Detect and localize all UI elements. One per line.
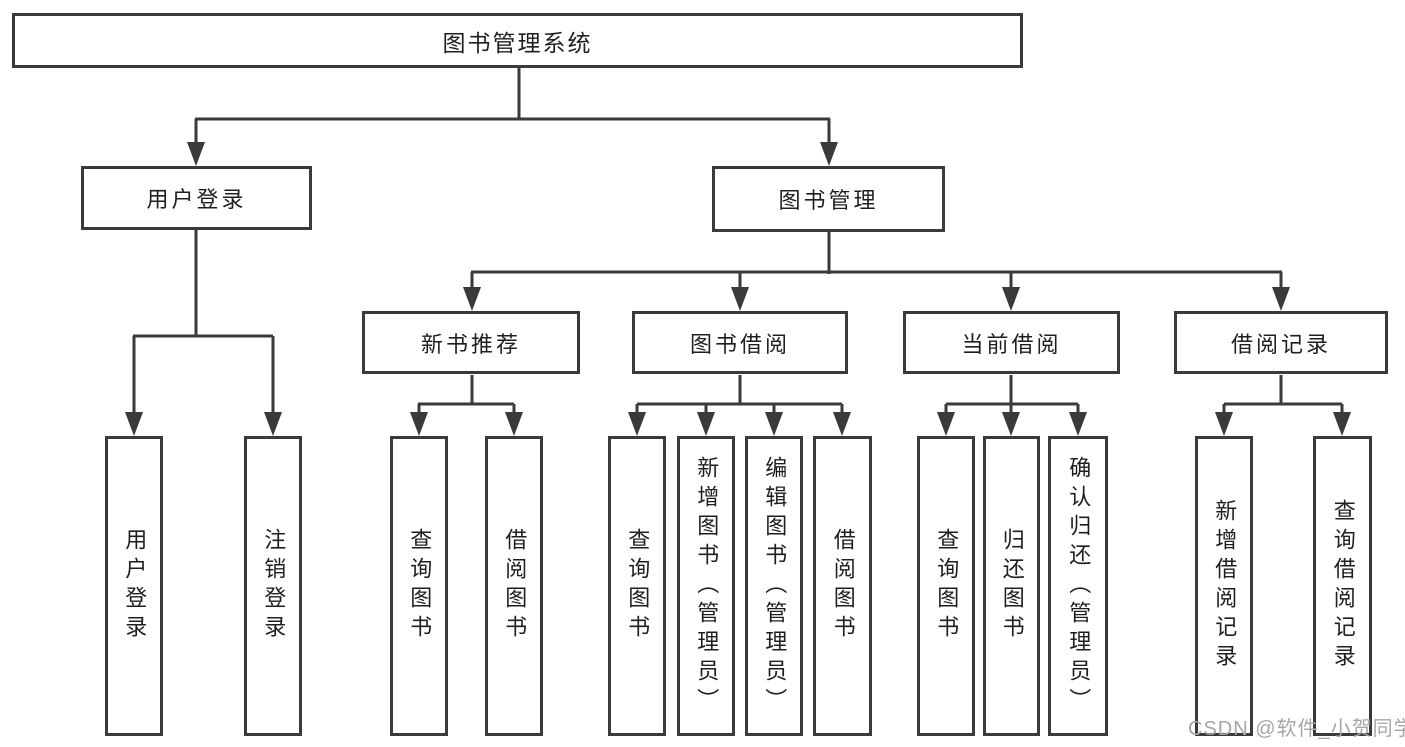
node-label: 当前借阅 — [961, 331, 1062, 357]
leaf-query-books-2: 查询图书 — [608, 436, 666, 736]
node-label: 借阅图书 — [502, 528, 528, 644]
csdn-watermark: CSDN @软件_小贺同学 — [1188, 718, 1405, 740]
node-label: 借阅图书 — [830, 528, 856, 644]
node-label: 图书借阅 — [689, 331, 790, 357]
leaf-logout: 注销登录 — [244, 436, 302, 736]
leaf-borrow-books-2: 借阅图书 — [813, 436, 872, 736]
node-label: 新增借阅记录 — [1212, 499, 1238, 673]
node-book-borrow: 图书借阅 — [632, 311, 848, 374]
node-label: 归还图书 — [999, 528, 1025, 644]
leaf-return-book: 归还图书 — [983, 436, 1040, 736]
leaf-query-books-1: 查询图书 — [390, 436, 448, 736]
node-label: 查询借阅记录 — [1330, 499, 1356, 673]
leaf-query-books-3: 查询图书 — [917, 436, 975, 736]
node-new-book-recommend: 新书推荐 — [362, 311, 580, 374]
node-borrow-records: 借阅记录 — [1174, 311, 1388, 374]
node-user-login: 用户登录 — [81, 166, 312, 230]
node-label: 用户登录 — [146, 187, 247, 212]
node-root-library-management-system: 图书管理系统 — [12, 13, 1023, 68]
node-label: 查询图书 — [934, 528, 960, 644]
leaf-edit-book-admin: 编辑图书（管理员） — [745, 436, 803, 736]
node-label: 编辑图书（管理员） — [762, 455, 788, 717]
node-label: 图书管理 — [778, 188, 879, 213]
node-current-borrow: 当前借阅 — [903, 311, 1120, 374]
node-label: 新书推荐 — [420, 331, 521, 357]
leaf-borrow-books-1: 借阅图书 — [485, 436, 543, 736]
leaf-add-book-admin: 新增图书（管理员） — [677, 436, 735, 736]
leaf-query-borrow-record: 查询借阅记录 — [1313, 436, 1372, 736]
leaf-add-borrow-record: 新增借阅记录 — [1195, 436, 1253, 736]
leaf-user-login: 用户登录 — [105, 436, 163, 736]
leaf-confirm-return-admin: 确认归还（管理员） — [1048, 436, 1108, 736]
node-label: 查询图书 — [407, 528, 433, 644]
node-label: 用户登录 — [122, 528, 148, 644]
node-label: 图书管理系统 — [442, 29, 593, 56]
node-book-management: 图书管理 — [712, 166, 945, 232]
node-label: 确认归还（管理员） — [1066, 455, 1092, 717]
arrowheads — [125, 142, 1351, 436]
node-label: 借阅记录 — [1230, 331, 1331, 357]
node-label: 注销登录 — [261, 528, 287, 644]
node-label: 查询图书 — [625, 528, 651, 644]
node-label: 新增图书（管理员） — [694, 455, 720, 717]
